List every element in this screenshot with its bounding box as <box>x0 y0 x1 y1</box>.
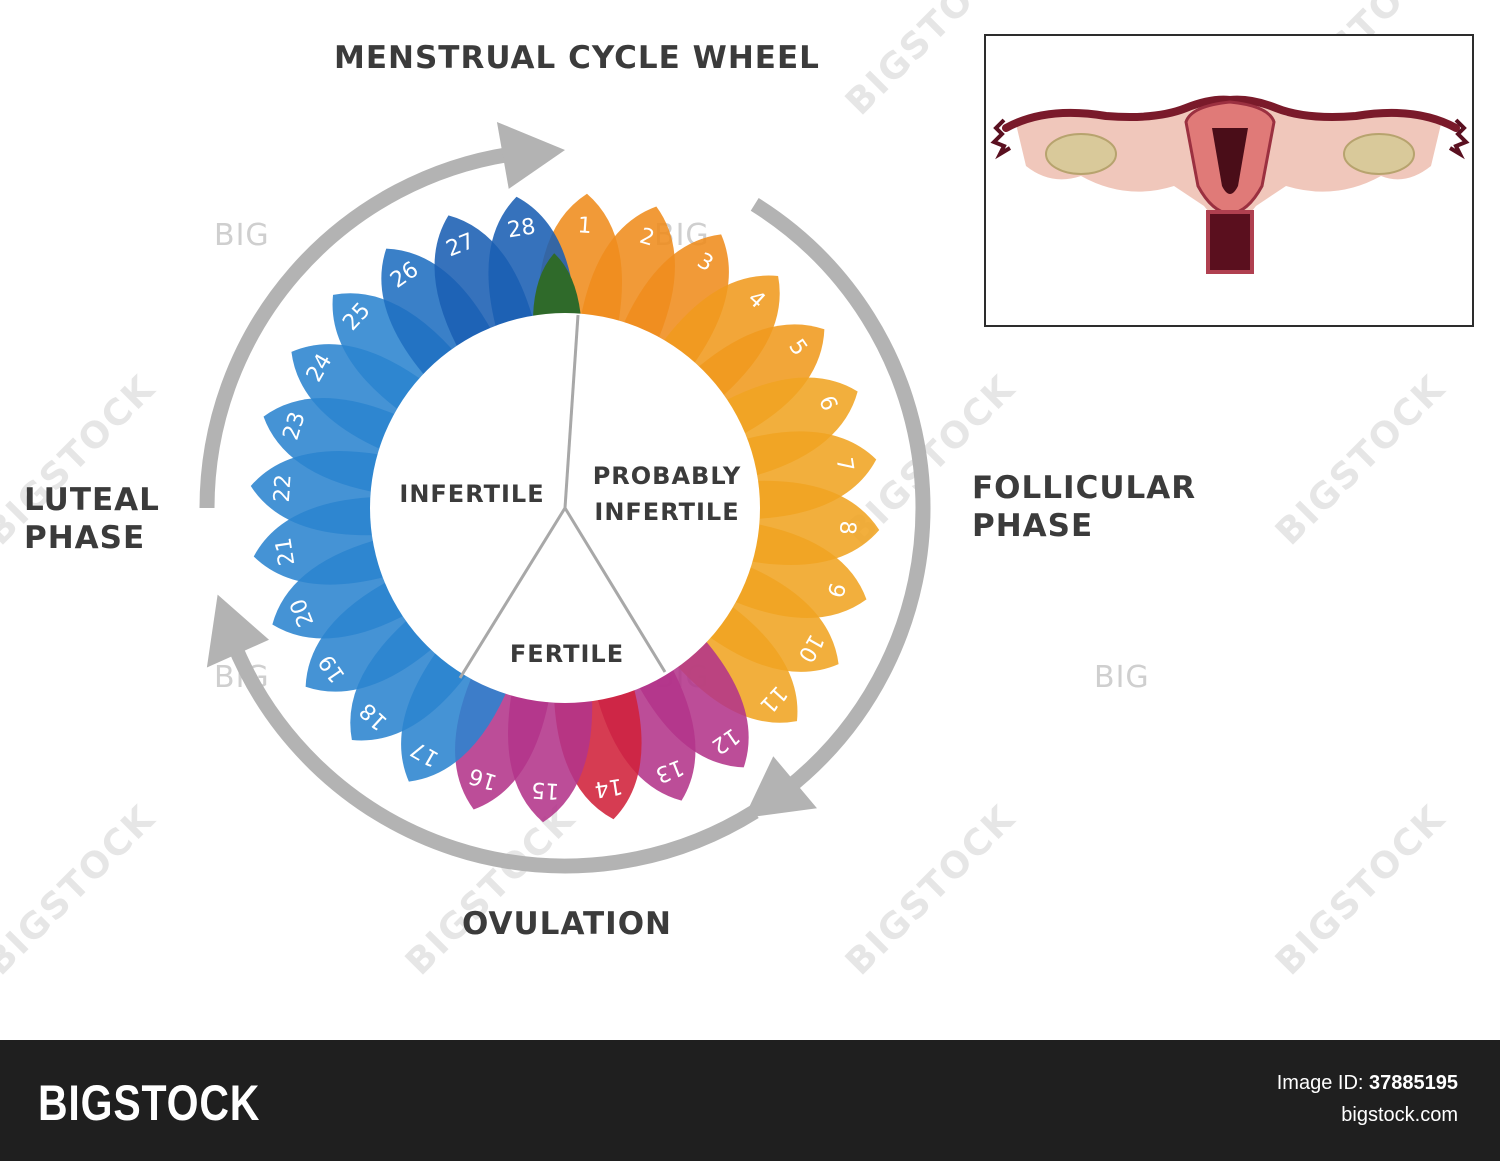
luteal-phase-label: LUTEAL PHASE <box>24 482 160 558</box>
right-ovary <box>1343 133 1415 175</box>
uterus-illustration <box>990 95 1470 274</box>
ovulation-arrow-head <box>206 594 270 668</box>
ovulation-label: OVULATION <box>462 906 673 942</box>
day-label: 2 <box>637 224 658 252</box>
divider-left <box>458 507 567 679</box>
divider-right <box>563 507 667 673</box>
footer-bar: BIGSTOCK Image ID: 37885195 bigstock.com <box>0 1040 1500 1161</box>
day-petals <box>250 193 880 823</box>
ovulation-arrow <box>226 639 759 874</box>
left-fimbriae <box>990 118 1012 160</box>
luteal-phase-line-2: PHASE <box>24 519 146 556</box>
follicular-phase-label: FOLLICULAR PHASE <box>972 470 1196 546</box>
anatomy-inset <box>984 34 1474 327</box>
day-label: 1 <box>577 213 593 239</box>
day-label: 22 <box>270 473 297 503</box>
follicular-arrow-head <box>744 756 817 819</box>
illustration-area: BIG BIG BIG BIG BIG BIG BIGSTOCK BIGSTOC… <box>0 0 1474 983</box>
right-fimbriae <box>1448 118 1470 160</box>
uterine-cavity <box>1212 128 1248 194</box>
day-label: 15 <box>530 776 560 803</box>
segment-probably-infertile-line-1: PROBABLY <box>593 462 742 490</box>
petal-overlap <box>533 253 581 316</box>
day-label: 9 <box>821 580 849 601</box>
inner-dividers <box>458 314 667 679</box>
luteal-arrow-head <box>496 121 565 189</box>
luteal-phase-line-1: LUTEAL <box>24 482 160 518</box>
left-ovary <box>1045 133 1117 175</box>
day-label: 28 <box>506 214 538 243</box>
watermark-big: BIG <box>1094 660 1150 695</box>
follicular-phase-line-1: FOLLICULAR <box>972 470 1197 506</box>
segment-probably-infertile-line-2: INFERTILE <box>594 498 739 526</box>
luteal-arrow <box>199 146 517 509</box>
overlap-day28-day1 <box>533 253 581 316</box>
image-id-value: 37885195 <box>1369 1072 1458 1094</box>
day-label: 8 <box>834 520 860 536</box>
cervix <box>1206 210 1254 274</box>
phase-arrows <box>199 121 931 874</box>
day-label: 7 <box>831 456 858 474</box>
follicular-arrow <box>750 198 931 797</box>
image-id-line: Image ID: 37885195 <box>1277 1072 1458 1095</box>
bigstock-logo: BIGSTOCK <box>38 1075 261 1131</box>
day-label: 21 <box>271 536 300 568</box>
divider-top <box>563 314 580 509</box>
segment-infertile: INFERTILE <box>399 480 544 508</box>
follicular-phase-line-2: PHASE <box>972 507 1094 544</box>
day-label: 14 <box>593 773 625 802</box>
image-id-label: Image ID: <box>1276 1072 1364 1094</box>
fallopian-tubes <box>1002 95 1460 132</box>
footer-site-link[interactable]: bigstock.com <box>1341 1104 1458 1126</box>
watermark-big: BIG <box>214 218 270 253</box>
diagram-title: MENSTRUAL CYCLE WHEEL <box>334 40 820 76</box>
segment-fertile: FERTILE <box>510 640 624 668</box>
